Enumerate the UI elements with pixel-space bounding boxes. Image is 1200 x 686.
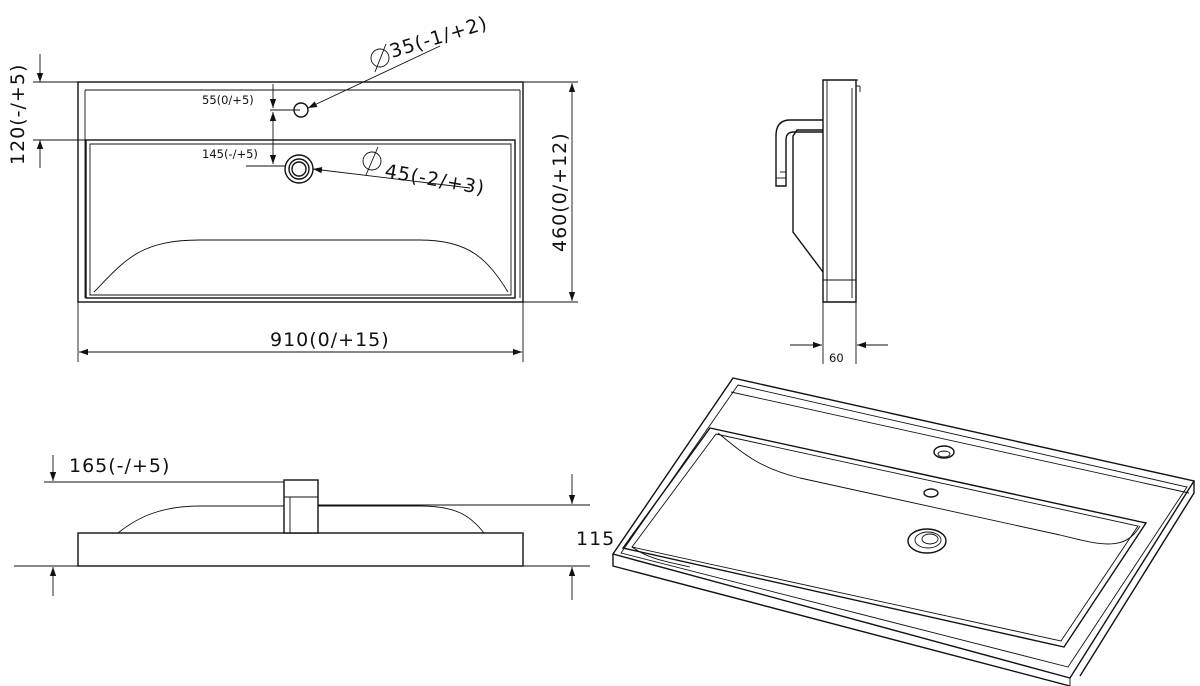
deck-depth-label: 120(-/+5) <box>7 64 29 165</box>
front-bowl <box>117 505 485 534</box>
side-body <box>822 79 857 303</box>
iso-basin-rim <box>621 427 1148 648</box>
iso-drain <box>907 528 947 554</box>
diameter-symbol-icon <box>370 43 390 73</box>
top-basin <box>85 139 516 299</box>
basin-slope <box>93 239 509 293</box>
iso-overflow-hole <box>923 488 939 498</box>
iso-tap-hole <box>933 445 955 459</box>
side-pipe <box>775 119 823 187</box>
side-view: 60 <box>775 79 888 365</box>
diameter-symbol-icon <box>362 146 382 176</box>
hole-diameter-label: 35(-1/+2) <box>387 12 490 63</box>
width-label: 910(0/+15) <box>270 329 390 351</box>
isometric-view <box>611 377 1196 686</box>
thickness-label: 60 <box>829 351 844 365</box>
top-view: 55(0/+5) 145(-/+5) 35(-1/+2) 45(-2/+3) 1… <box>7 12 578 362</box>
depth-label: 460(0/+12) <box>549 132 571 252</box>
drain-diameter-label: 45(-2/+3) <box>383 160 487 199</box>
top-outline <box>77 81 524 303</box>
hole-offset-label: 55(0/+5) <box>202 93 254 107</box>
total-height-label: 165(-/+5) <box>69 455 170 477</box>
body-height-label: 115 <box>576 528 615 550</box>
drain-offset-label: 145(-/+5) <box>202 147 258 161</box>
iso-basin-slope <box>717 432 1141 545</box>
front-view: 165(-/+5) 115 <box>14 455 615 600</box>
front-tap <box>283 479 319 534</box>
side-bowl <box>792 129 824 273</box>
front-body <box>77 532 524 567</box>
